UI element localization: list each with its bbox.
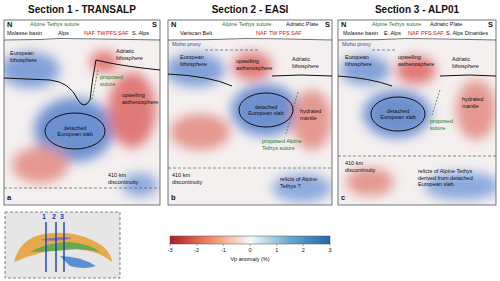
- panel-letter: a: [7, 194, 11, 202]
- fault-label: NAF: [408, 30, 419, 37]
- annotation: 1: [275, 247, 278, 254]
- panel-letter: S: [325, 21, 330, 29]
- fault-label: PFS: [279, 30, 290, 37]
- panel-letter: c: [341, 194, 345, 202]
- slab-label: detached European slab: [52, 125, 98, 138]
- annotation: European lithosphere: [345, 54, 385, 67]
- moho-label: Moho proxy: [342, 41, 371, 48]
- annotation: Molasse basin: [7, 30, 42, 37]
- annotation: hydrated mantle: [300, 108, 328, 121]
- section-number: 1: [42, 213, 46, 221]
- slab-outline: detached European slab: [370, 96, 426, 132]
- slab-outline: detached European slab: [44, 112, 106, 150]
- annotation: European lithosphere: [180, 54, 220, 67]
- panel-letter: N: [341, 21, 346, 29]
- annotation: Adriatic Plate: [286, 21, 318, 28]
- annotation: S. Alps: [132, 30, 149, 37]
- suture-label: proposed suture: [430, 118, 460, 131]
- section-number: 3: [60, 213, 64, 221]
- annotation: 410 km discontinuity: [172, 172, 220, 185]
- suture-label: Alpine Tethys suture: [30, 21, 79, 28]
- annotation: E. Alps: [384, 30, 401, 37]
- annotation: S. Alps Dinarides: [446, 30, 488, 37]
- section-number: 2: [52, 213, 56, 221]
- annotation: 410 km discontinuity: [345, 160, 393, 173]
- annotation: 3: [328, 247, 331, 254]
- annotation: European lithosphere: [10, 50, 50, 63]
- annotation: upwelling asthenosphere: [236, 58, 270, 71]
- annotation: -2: [194, 247, 199, 254]
- annotation: Molasse basin: [343, 30, 378, 37]
- annotation: 410 km discontinuity: [108, 172, 156, 185]
- section-title: Section 1 - TRANSALP: [4, 3, 160, 16]
- panel-letter: N: [7, 21, 12, 29]
- section-title: Section 2 - EASI: [168, 3, 332, 16]
- section-title: Section 3 - ALP01: [338, 3, 496, 16]
- annotation: Adriatic lithosphere: [452, 56, 490, 69]
- fault-label: PFS: [106, 30, 117, 37]
- annotation: hydrated mantle: [462, 96, 490, 109]
- slab-label: detached European slab: [378, 108, 418, 121]
- annotation: 0: [248, 247, 251, 254]
- fault-label: NAF: [84, 30, 95, 37]
- moho-label: Moho proxy: [172, 41, 201, 48]
- suture-label: proposed Alpine Tethys suture: [262, 138, 306, 151]
- panel-letter: N: [171, 21, 176, 29]
- suture-label: Alpine Tethys suture: [222, 21, 271, 28]
- annotation: upwelling asthenosphere: [122, 92, 156, 105]
- suture-label: proposed suture: [100, 74, 124, 87]
- annotation: -1: [221, 247, 226, 254]
- fault-label: PFS: [421, 30, 432, 37]
- fault-label: NAF: [256, 30, 267, 37]
- fault-label: TW: [97, 30, 106, 37]
- annotation: Adriatic Plate: [430, 21, 462, 28]
- annotation: relicts of Alpine Tethys derived from de…: [418, 168, 490, 188]
- annotation: Alps: [58, 30, 69, 37]
- annotation: Adriatic lithosphere: [292, 56, 328, 69]
- fault-label: SAF: [118, 30, 129, 37]
- fault-label: SAF: [433, 30, 444, 37]
- fault-label: SAF: [291, 30, 302, 37]
- slab-label: detached European slab: [246, 104, 286, 117]
- suture-label: Alpine Tethys suture: [372, 21, 421, 28]
- panel-letter: S: [488, 21, 493, 29]
- annotation: Adriatic lithosphere: [116, 48, 156, 61]
- annotation: Vp anomaly (%): [230, 256, 269, 263]
- annotation: 2: [302, 247, 305, 254]
- annotation: upwelling asthenosphere: [398, 54, 432, 67]
- panel-letter: b: [171, 194, 176, 202]
- annotation: relicts of Alpine Tethys ?: [280, 176, 328, 189]
- annotation: -3: [168, 247, 173, 254]
- annotation: Variscan Belt: [180, 30, 212, 37]
- fault-label: TW: [269, 30, 278, 37]
- slab-outline: detached European slab: [238, 92, 294, 128]
- panel-letter: S: [152, 21, 157, 29]
